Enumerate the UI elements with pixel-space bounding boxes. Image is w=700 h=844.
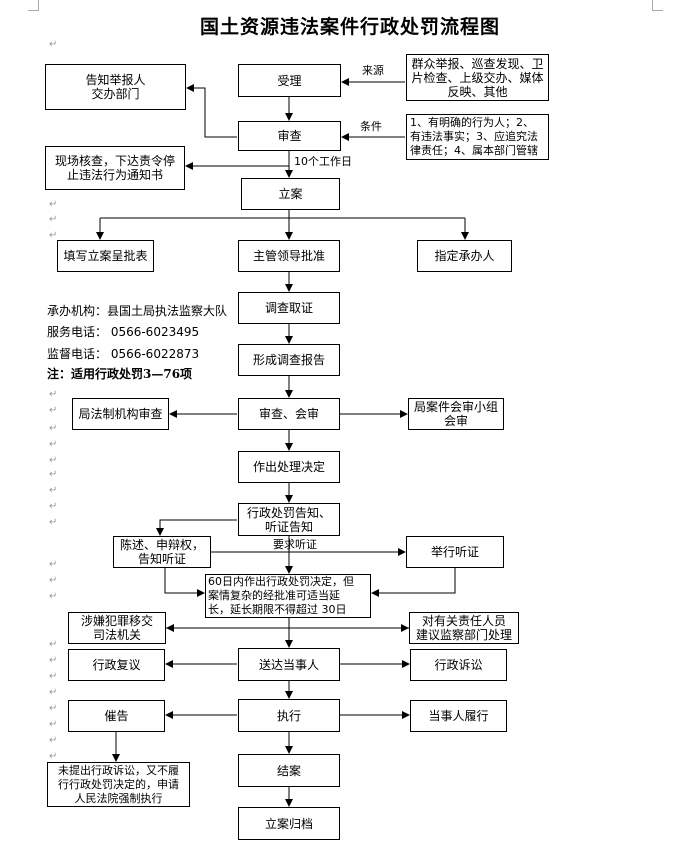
legal-review-box: 局法制机构审查 [72, 398, 169, 430]
report-box: 形成调查报告 [238, 344, 340, 376]
serve-box: 送达当事人 [238, 648, 340, 681]
service-phone: 服务电话： 0566-6023495 [47, 325, 200, 339]
comply-box: 当事人履行 [410, 700, 507, 732]
return-mark: ↵ [49, 455, 58, 466]
notify-reporter-box: 告知举报人 交办部门 [45, 64, 186, 110]
return-mark: ↵ [49, 423, 58, 434]
return-mark: ↵ [49, 655, 58, 666]
return-mark: ↵ [49, 389, 58, 400]
return-mark: ↵ [49, 214, 58, 225]
return-mark: ↵ [49, 439, 58, 450]
decision-box: 作出处理决定 [238, 451, 340, 483]
joint-review-box: 审查、会审 [238, 398, 340, 430]
case-panel-box: 局案件会审小组 会审 [408, 398, 504, 430]
file-case-box: 立案 [241, 178, 340, 210]
return-mark: ↵ [49, 485, 58, 496]
site-check-box: 现场核查，下达责令停 止违法行为通知书 [45, 146, 185, 190]
return-mark: ↵ [49, 39, 58, 50]
source-label: 来源 [362, 64, 384, 77]
urge-box: 催告 [68, 700, 165, 732]
return-mark: ↵ [49, 575, 58, 586]
return-mark: ↵ [49, 230, 58, 241]
arrow-defense-deadline [164, 568, 205, 597]
return-mark: ↵ [49, 469, 58, 480]
return-mark: ↵ [49, 639, 58, 650]
condition-label: 条件 [360, 120, 382, 133]
archive-box: 立案归档 [238, 807, 340, 840]
hearing-box: 举行听证 [406, 536, 504, 568]
deadline-box: 60日内作出行政处罚决定，但 案情复杂的经批准可适当延 长，延长期限不得超过 3… [205, 574, 371, 618]
close-box: 结案 [238, 754, 340, 787]
leader-approve-box: 主管领导批准 [238, 240, 340, 272]
return-mark: ↵ [49, 501, 58, 512]
defense-box: 陈述、申辩权， 告知听证 [113, 536, 211, 568]
return-mark: ↵ [49, 735, 58, 746]
supervise-phone: 监督电话： 0566-6022873 [47, 347, 200, 361]
return-mark: ↵ [49, 559, 58, 570]
criminal-box: 涉嫌犯罪移交 司法机关 [68, 612, 166, 644]
agency-info: 承办机构：县国土局执法监察大队 [47, 304, 228, 318]
conditions-box: 1、有明确的行为人；2、 有违法事实；3、应追究法 律责任；4、属本部门管辖 [406, 114, 549, 160]
sources-box: 群众举报、巡查发现、卫 片检查、上级交办、媒体 反映、其他 [406, 54, 549, 101]
return-mark: ↵ [49, 517, 58, 528]
request-hearing-label: 要求听证 [273, 538, 317, 551]
admin-review-box: 行政复议 [68, 649, 165, 681]
page-title: 国土资源违法案件行政处罚流程图 [199, 16, 500, 38]
return-mark: ↵ [49, 703, 58, 714]
arrow-hearing-deadline [371, 568, 456, 597]
assign-handler-box: 指定承办人 [417, 240, 512, 272]
arrow-review-notify [186, 84, 237, 138]
return-mark: ↵ [49, 751, 58, 762]
investigate-box: 调查取证 [238, 292, 340, 324]
discipline-box: 对有关责任人员 建议监察部门处理 [409, 612, 519, 644]
return-mark: ↵ [49, 671, 58, 682]
return-mark: ↵ [49, 719, 58, 730]
arrow-notice-defense [156, 519, 237, 536]
accept-box: 受理 [238, 64, 341, 97]
fill-form-box: 填写立案呈批表 [57, 240, 154, 272]
return-mark: ↵ [49, 591, 58, 602]
notice-box: 行政处罚告知、 听证告知 [238, 503, 340, 536]
ten-days-label: 10个工作日 [294, 155, 352, 168]
return-mark: ↵ [49, 199, 58, 210]
note-info: 注：适用行政处罚3—76项 [47, 367, 193, 381]
return-mark: ↵ [49, 687, 58, 698]
execute-box: 执行 [238, 699, 340, 732]
return-mark: ↵ [49, 405, 58, 416]
enforce-box: 未提出行政诉讼，又不履 行行政处罚决定的，申请 人民法院强制执行 [47, 762, 190, 807]
admin-lawsuit-box: 行政诉讼 [410, 649, 507, 681]
review-box: 审查 [238, 121, 341, 151]
